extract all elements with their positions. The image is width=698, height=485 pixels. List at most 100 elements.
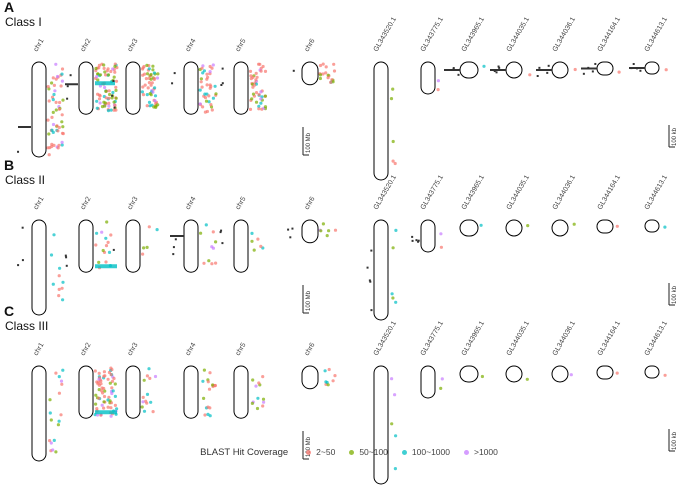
gene-marker xyxy=(65,264,68,267)
hit-point xyxy=(52,233,56,237)
hit-point xyxy=(153,86,157,90)
hit-point xyxy=(439,386,443,390)
hit-point xyxy=(114,85,118,89)
hit-point xyxy=(151,410,155,414)
gene-marker xyxy=(636,67,639,70)
contig-outline xyxy=(551,365,569,383)
gene-marker xyxy=(369,280,372,283)
hit-point xyxy=(113,64,117,69)
hit-point xyxy=(97,260,101,264)
hit-point xyxy=(48,146,52,150)
gene-marker xyxy=(174,238,177,241)
hit-point xyxy=(102,406,106,410)
hit-point xyxy=(250,231,254,235)
hit-point xyxy=(114,88,118,92)
hit-point xyxy=(250,401,254,405)
hit-point xyxy=(94,402,98,406)
hit-point xyxy=(140,405,144,409)
gene-marker xyxy=(17,150,20,153)
panel-title: Class III xyxy=(5,319,48,333)
hit-point xyxy=(390,292,394,296)
hit-point xyxy=(97,66,101,70)
hit-point xyxy=(155,228,159,232)
hit-point xyxy=(104,236,108,240)
hit-point xyxy=(51,448,55,452)
hit-point xyxy=(112,108,116,112)
hit-point xyxy=(52,143,56,147)
chromosome-outline xyxy=(125,219,141,273)
hit-point xyxy=(256,396,260,400)
hit-point xyxy=(109,69,113,74)
contig-label: GL343775.1 xyxy=(420,16,445,53)
hit-point xyxy=(47,132,51,136)
chromosome-outline xyxy=(31,61,47,158)
hit-point xyxy=(109,233,113,237)
legend-label-2: 50~100 xyxy=(359,447,388,457)
contig-label: GL344613.1 xyxy=(644,174,669,211)
gene-marker xyxy=(112,80,115,82)
gene-marker xyxy=(171,82,174,85)
hit-point xyxy=(615,224,619,228)
hit-point xyxy=(394,434,398,438)
hit-point xyxy=(60,72,64,76)
hit-point xyxy=(95,407,99,411)
hit-point xyxy=(257,62,261,66)
scalebar-kb-label: 100 kb xyxy=(672,431,678,450)
hit-point xyxy=(114,96,118,100)
hit-point xyxy=(331,379,335,383)
hit-point xyxy=(58,100,62,105)
hit-point xyxy=(105,69,109,73)
contig-label: GL343965.1 xyxy=(461,174,486,211)
contig-label: GL344613.1 xyxy=(644,320,669,357)
gene-marker xyxy=(368,279,371,282)
hit-point xyxy=(263,69,268,73)
contig-outline xyxy=(373,219,389,321)
hit-point xyxy=(151,64,155,68)
hit-point xyxy=(47,153,51,157)
gene-marker xyxy=(366,266,369,269)
hit-point xyxy=(324,71,328,75)
hit-point xyxy=(104,73,108,77)
hit-point xyxy=(109,373,113,377)
hit-point xyxy=(56,423,61,427)
hit-point xyxy=(205,72,209,76)
hit-point xyxy=(61,125,65,129)
hit-point xyxy=(58,266,62,270)
gene-marker xyxy=(417,239,420,242)
contig-outline xyxy=(459,219,479,237)
hit-point xyxy=(94,243,98,247)
chromosome-outline xyxy=(183,365,199,419)
legend-title: BLAST Hit Coverage xyxy=(200,446,289,458)
hit-point xyxy=(142,64,146,69)
hit-point xyxy=(321,222,325,226)
hit-point xyxy=(109,414,113,418)
hit-point xyxy=(152,76,156,80)
hit-point xyxy=(440,377,444,381)
hit-point xyxy=(145,104,149,108)
hit-point xyxy=(151,68,155,72)
hit-point xyxy=(149,83,153,87)
hit-point xyxy=(141,252,145,256)
hit-point xyxy=(110,368,114,372)
hit-point xyxy=(106,240,110,244)
hit-point xyxy=(47,99,51,103)
gene-marker xyxy=(69,74,72,77)
hit-point xyxy=(263,94,267,98)
hit-point xyxy=(143,83,147,87)
hit-point xyxy=(332,69,337,73)
hit-point xyxy=(106,73,111,77)
hit-point xyxy=(207,94,211,98)
hit-point xyxy=(98,73,103,77)
hit-point xyxy=(439,232,443,236)
hit-point xyxy=(113,70,117,74)
hit-point xyxy=(149,77,153,81)
hit-point xyxy=(105,220,109,224)
gene-marker xyxy=(172,246,175,249)
legend-swatch-1 xyxy=(306,449,312,455)
gene-marker xyxy=(536,75,539,78)
hit-point xyxy=(211,383,215,387)
hit-point xyxy=(107,104,111,108)
hit-point xyxy=(259,97,263,101)
hit-point xyxy=(142,378,146,382)
